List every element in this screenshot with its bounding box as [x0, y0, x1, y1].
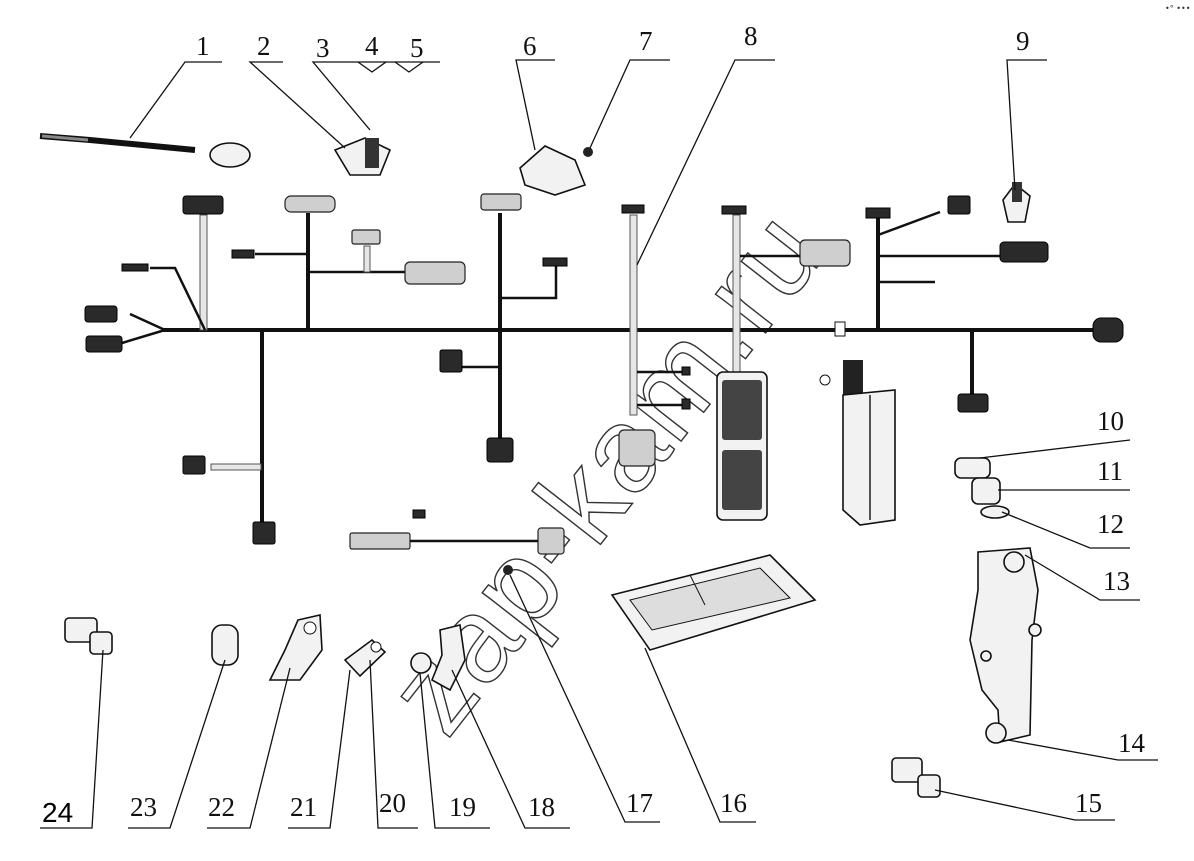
- relay-box: [819, 321, 896, 526]
- connector: [182, 455, 206, 475]
- sensor-assembly: [954, 457, 1010, 519]
- connector: [404, 261, 466, 285]
- connector: [284, 195, 336, 213]
- callout-13: 13: [1103, 566, 1130, 596]
- callout-18: 18: [528, 792, 555, 822]
- terminal-23: [211, 624, 239, 666]
- bracket-18: [430, 624, 466, 692]
- callout-23: 23: [130, 792, 157, 822]
- mounting-bracket: [969, 547, 1042, 744]
- callout-21: 21: [290, 792, 317, 822]
- connector: [84, 305, 118, 323]
- ecu-connector-block: [716, 371, 768, 521]
- connector: [182, 195, 224, 215]
- connector: [351, 229, 381, 245]
- ecu-unit: [610, 554, 817, 651]
- callout-1: 1: [196, 31, 210, 61]
- callout-20: 20: [379, 788, 406, 818]
- callout-10: 10: [1097, 406, 1124, 436]
- callout-16: 16: [720, 788, 747, 818]
- callout-24: 24: [42, 797, 73, 828]
- callout-numbers: 1 2 3 4 5 6 7 8 9 10 11 12 13 14 15 16 1…: [42, 21, 1146, 828]
- callout-12: 12: [1097, 509, 1124, 539]
- sensor-9: [1002, 182, 1031, 223]
- callout-6: 6: [523, 31, 537, 61]
- connector: [480, 193, 522, 211]
- nut-19: [410, 652, 432, 674]
- callout-4: 4: [365, 31, 379, 61]
- connector: [957, 393, 989, 413]
- callout-17: 17: [626, 788, 653, 818]
- connector: [1092, 317, 1124, 343]
- corner-mark: •° •••: [1165, 4, 1190, 13]
- sensor-24: [64, 617, 113, 655]
- sensor-2: [333, 137, 392, 176]
- callout-9: 9: [1016, 26, 1030, 56]
- callout-19: 19: [449, 792, 476, 822]
- connector: [799, 239, 851, 267]
- callout-15: 15: [1075, 788, 1102, 818]
- actuator-6: [519, 145, 593, 196]
- wiring-harness: [84, 193, 1124, 545]
- callout-11: 11: [1097, 456, 1123, 486]
- sensor-harness: [349, 509, 565, 575]
- callout-5: 5: [410, 33, 424, 63]
- leader-lines: [40, 59, 1158, 829]
- callout-22: 22: [208, 792, 235, 822]
- connector: [618, 429, 656, 467]
- callout-8: 8: [744, 21, 758, 51]
- callout-14: 14: [1118, 728, 1146, 758]
- connector: [439, 349, 463, 373]
- clip-20: [343, 638, 387, 678]
- callout-7: 7: [639, 26, 653, 56]
- connector: [252, 521, 276, 545]
- callout-3: 3: [316, 33, 330, 63]
- connector: [486, 437, 514, 463]
- connector: [947, 195, 971, 215]
- oxygen-sensor: [39, 133, 251, 168]
- connector: [999, 241, 1049, 263]
- bracket-22: [268, 614, 323, 681]
- sensor-15: [891, 757, 941, 798]
- callout-2: 2: [257, 31, 271, 61]
- connector: [85, 335, 123, 353]
